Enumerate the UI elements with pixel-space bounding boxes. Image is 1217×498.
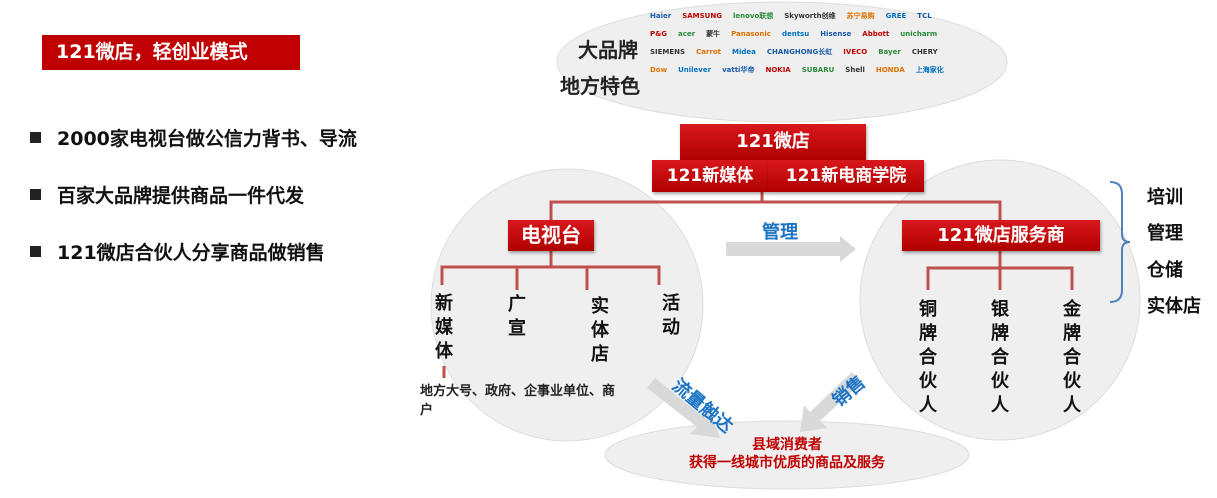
brand-logo: vatti华帝: [722, 66, 755, 74]
local-label: 地方特色: [560, 74, 640, 98]
bullet-item: 2000家电视台做公信力背书、导流: [30, 124, 357, 151]
new-media-node: 121新媒体: [652, 160, 768, 192]
brand-logo: 上海家化: [915, 66, 944, 74]
brand-logo: acer: [677, 30, 696, 38]
brand-logo: SIEMENS: [650, 48, 686, 56]
manage-arrow: [726, 236, 856, 262]
brand-logo: Hisense: [820, 30, 852, 38]
brand-logo: Panasonic: [731, 30, 771, 38]
partner-bronze: 铜牌合伙人: [919, 299, 937, 416]
brand-logo: SUBARU: [801, 66, 835, 74]
brand-logo: CHANGHONG长虹: [766, 48, 833, 56]
brand-logo: Carrot: [696, 48, 721, 56]
flow-arrow: [647, 378, 720, 438]
brand-logo: Haier: [650, 12, 672, 20]
brand-logo: dentsu: [781, 30, 810, 38]
brand-logo: Unilever: [678, 66, 712, 74]
partner-gold: 金牌合伙人: [1063, 299, 1081, 416]
service-item: 培训: [1147, 187, 1183, 208]
service-item: 实体店: [1147, 296, 1201, 317]
service-item: 管理: [1147, 223, 1183, 244]
brand-logo: Shell: [845, 66, 865, 74]
brand-logo: IVECO: [843, 48, 868, 56]
bullet-icon: [30, 246, 41, 257]
brand-logo: 苏宁易购: [846, 12, 875, 20]
brand-logo: Dow: [650, 66, 668, 74]
services-brace: [1109, 181, 1131, 303]
tv-child: 新媒体: [435, 293, 453, 362]
consumer-line2: 获得一线城市优质的商品及服务: [689, 455, 885, 471]
brand-logo: Bayer: [878, 48, 901, 56]
bullet-icon: [30, 132, 41, 143]
partner-silver: 银牌合伙人: [991, 299, 1009, 416]
service-provider-node: 121微店服务商: [902, 220, 1100, 251]
brand-logo: Skyworth创维: [784, 12, 836, 20]
brand-logos: Haier SAMSUNG lenovo联想 Skyworth创维 苏宁易购 GREE TC…: [648, 10, 948, 122]
page-title: 121微店，轻创业模式: [42, 35, 300, 70]
tv-child: 活动: [662, 293, 680, 338]
brand-logo: Abbott: [862, 30, 890, 38]
service-item: 仓储: [1147, 260, 1183, 281]
brand-logo: SAMSUNG: [682, 12, 722, 20]
tv-node: 电视台: [508, 220, 594, 251]
brand-logo: NOKIA: [765, 66, 791, 74]
bullet-text: 121微店合伙人分享商品做销售: [57, 242, 325, 264]
brand-logo: CHERY: [911, 48, 938, 56]
brand-logo: lenovo联想: [732, 12, 774, 20]
bullet-text: 2000家电视台做公信力背书、导流: [57, 128, 357, 150]
consumer-ellipse: [604, 420, 970, 490]
brands-ellipse: [556, 1, 1008, 123]
consumer-text: 县域消费者 获得一线城市优质的商品及服务: [605, 436, 969, 472]
org-lines: [440, 192, 1074, 378]
bullet-item: 121微店合伙人分享商品做销售: [30, 238, 325, 265]
tv-child: 广宣: [508, 294, 526, 339]
root-node: 121微店: [680, 124, 866, 160]
tv-circle: [430, 168, 704, 442]
consumer-line1: 县域消费者: [752, 437, 822, 453]
bullet-item: 百家大品牌提供商品一件代发: [30, 181, 304, 208]
manage-label: 管理: [762, 222, 798, 243]
brand-logo: Midea: [732, 48, 756, 56]
left-note: 地方大号、政府、企事业单位、商户: [420, 384, 616, 418]
tv-child: 实体店: [591, 296, 609, 365]
bullet-text: 百家大品牌提供商品一件代发: [57, 185, 305, 207]
brand-logo: GREE: [885, 12, 907, 20]
sales-arrow: [800, 372, 862, 432]
brand-logo: TCL: [917, 12, 932, 20]
brand-logo: HONDA: [875, 66, 905, 74]
brand-logo: unicharm: [900, 30, 938, 38]
brand-logo: P&G: [650, 30, 667, 38]
bullet-icon: [30, 189, 41, 200]
brands-label: 大品牌: [578, 38, 638, 62]
ecommerce-academy-node: 121新电商学院: [768, 160, 924, 192]
brand-logo: 蒙牛: [706, 30, 721, 38]
